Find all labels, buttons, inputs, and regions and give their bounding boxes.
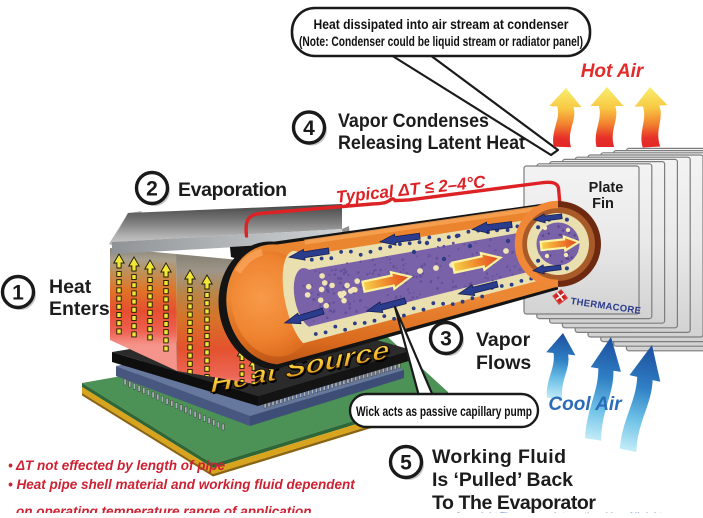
svg-text:Flows: Flows [476,352,531,374]
svg-text:Heat dissipated into air strea: Heat dissipated into air stream at conde… [314,16,569,32]
svg-text:Evaporation: Evaporation [178,179,287,201]
svg-text:Releasing Latent Heat: Releasing Latent Heat [338,132,525,154]
svg-text:1: 1 [12,282,24,305]
svg-text:Working Fluid: Working Fluid [432,446,566,468]
svg-text:• Heat pipe shell material and: • Heat pipe shell material and working f… [8,477,355,492]
svg-text:Is ‘Pulled’ Back: Is ‘Pulled’ Back [432,469,573,491]
svg-text:Heat: Heat [49,276,92,298]
svg-text:Hot Air: Hot Air [581,61,645,82]
svg-text:on operating temperature range: on operating temperature range of applic… [16,504,312,513]
svg-text:Wick acts as passive capillary: Wick acts as passive capillary pump [356,404,532,419]
svg-text:• ΔT not effected by length of: • ΔT not effected by length of pipe [8,458,226,473]
svg-text:5: 5 [400,452,412,475]
svg-text:4: 4 [303,117,315,140]
svg-text:To The Evaporator: To The Evaporator [432,492,596,513]
svg-text:Cool Air: Cool Air [548,394,623,415]
svg-text:2: 2 [146,178,158,201]
svg-text:Vapor Condenses: Vapor Condenses [338,110,489,132]
svg-text:(Note: Condenser could be liqu: (Note: Condenser could be liquid stream … [299,33,583,49]
svg-text:Fin: Fin [592,196,614,212]
svg-text:Vapor: Vapor [476,329,531,351]
svg-text:Enters: Enters [49,298,110,320]
svg-text:3: 3 [440,328,452,351]
svg-text:Plate: Plate [589,180,624,196]
